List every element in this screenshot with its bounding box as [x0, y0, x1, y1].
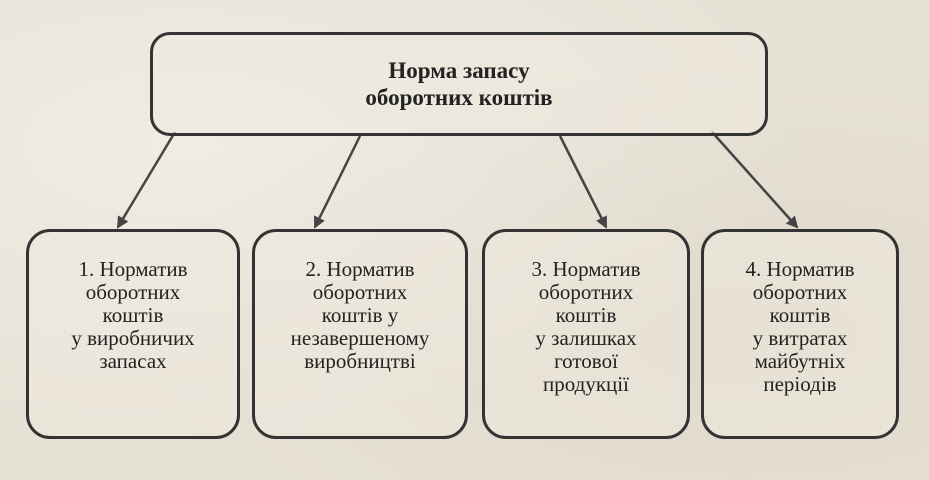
child-node-box-2: 2. Норматив оборотних коштів у незаверше… — [252, 229, 468, 439]
child-2-line-2: оборотних — [312, 280, 408, 304]
child-1-line-2: оборотних — [85, 280, 181, 304]
child-2-line-4: незавершеному — [290, 326, 430, 350]
root-node-line-1: Норма запасу — [388, 58, 530, 83]
child-4-line-3: коштів — [769, 303, 831, 327]
child-1-line-3: коштів — [102, 303, 164, 327]
arrow-to-box-2 — [313, 135, 362, 229]
child-4-line-4: у витратах — [752, 326, 848, 350]
child-2-line-1: 2. Норматив — [305, 257, 415, 281]
child-3-line-3: коштів — [555, 303, 617, 327]
child-4-line-1: 4. Норматив — [745, 257, 855, 281]
child-3-line-1: 3. Норматив — [531, 257, 641, 281]
child-1-line-4: у виробничих — [71, 326, 195, 350]
child-3-line-6: продукції — [543, 372, 629, 396]
child-node-box-4: 4. Норматив оборотних коштів у витратах … — [701, 229, 899, 439]
child-1-line-5: запасах — [99, 349, 167, 373]
child-4-line-6: періодів — [763, 372, 837, 396]
arrow-to-box-4 — [711, 131, 799, 229]
child-4-line-2: оборотних — [752, 280, 848, 304]
arrow-to-box-1 — [116, 131, 177, 229]
child-1-line-1: 1. Норматив — [78, 257, 188, 281]
child-2-line-5: виробництві — [304, 349, 416, 373]
child-3-line-4: у залишках — [535, 326, 637, 350]
child-2-line-3: коштів у — [321, 303, 399, 327]
child-3-line-5: готової — [554, 349, 618, 373]
arrow-to-box-3 — [558, 135, 608, 229]
child-3-line-2: оборотних — [538, 280, 634, 304]
child-node-box-3: 3. Норматив оборотних коштів у залишках … — [482, 229, 690, 439]
root-node-line-2: оборотних коштів — [365, 85, 553, 110]
child-4-line-5: майбутніх — [754, 349, 846, 373]
root-node-box: Норма запасу оборотних коштів — [150, 32, 768, 136]
child-node-box-1: 1. Норматив оборотних коштів у виробничи… — [26, 229, 240, 439]
